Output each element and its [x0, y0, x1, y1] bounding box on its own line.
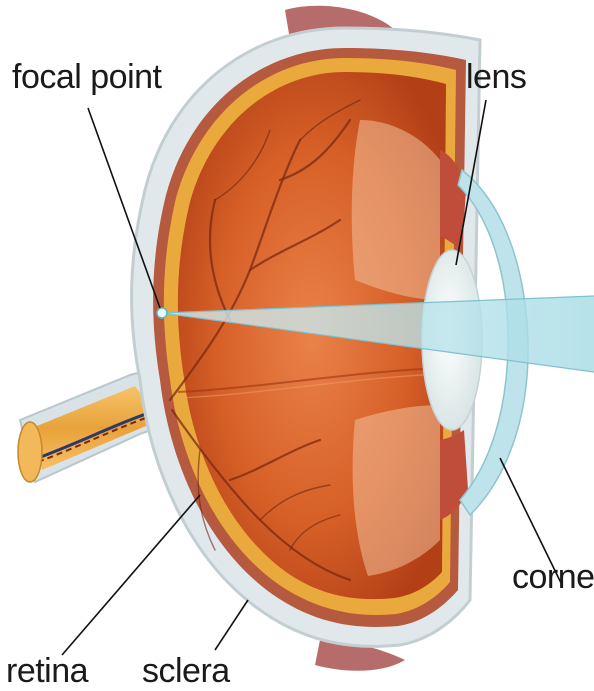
focal-point-dot	[157, 308, 167, 318]
cornea-label: cornea	[512, 558, 594, 596]
ciliary-zone-upper	[352, 120, 440, 300]
retina-leader	[62, 495, 200, 655]
focal-point-label: focal point	[12, 58, 163, 96]
sclera-label: sclera	[142, 652, 230, 690]
retina-label: retina	[6, 652, 89, 690]
sclera-leader	[215, 600, 248, 650]
ciliary-zone-lower	[353, 405, 440, 576]
lens-label: lens	[466, 58, 526, 96]
